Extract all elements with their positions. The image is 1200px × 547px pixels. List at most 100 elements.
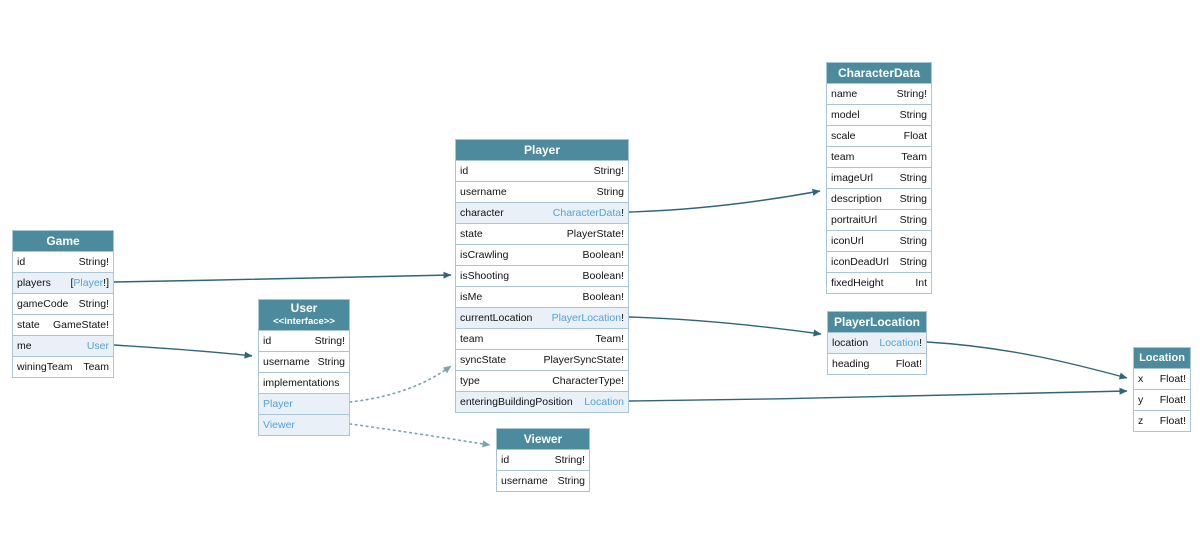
field-type: Boolean!: [583, 287, 624, 307]
type-reference-link[interactable]: CharacterData: [552, 207, 622, 219]
edge-game-me-to-user[interactable]: [113, 344, 253, 359]
field-name: id: [17, 256, 26, 268]
field-name: syncState: [460, 354, 507, 366]
field-row-currentlocation[interactable]: currentLocation PlayerLocation!: [456, 307, 628, 328]
field-type: String: [900, 252, 927, 272]
edge-user-implementation-player[interactable]: [349, 365, 452, 403]
type-reference-link[interactable]: Player: [73, 277, 104, 289]
edge-player-currentlocation-to-playerlocation[interactable]: [628, 316, 822, 337]
field-row-username[interactable]: username String: [259, 351, 349, 372]
implementation-link[interactable]: Viewer: [263, 419, 295, 431]
type-node-playerlocation-header[interactable]: PlayerLocation: [828, 312, 926, 332]
edge-player-enteringbuildingposition-to-location[interactable]: [628, 387, 1128, 402]
type-node-viewer-header[interactable]: Viewer: [497, 429, 589, 449]
field-row-implementations[interactable]: implementations: [259, 372, 349, 393]
field-type: PlayerLocation!: [552, 308, 624, 328]
field-row-iscrawling[interactable]: isCrawling Boolean!: [456, 244, 628, 265]
type-reference-link[interactable]: PlayerLocation: [551, 312, 622, 324]
field-type: String!: [897, 84, 927, 104]
field-type: String: [900, 105, 927, 125]
edge-game-players-to-player[interactable]: [113, 271, 452, 283]
field-name: currentLocation: [460, 312, 533, 324]
type-node-location-header[interactable]: Location: [1134, 348, 1190, 368]
implementation-link[interactable]: Player: [263, 398, 293, 410]
type-text: Boolean!: [582, 249, 624, 261]
type-text: String: [317, 356, 345, 368]
type-text: String!: [78, 256, 109, 268]
field-name: isCrawling: [460, 249, 509, 261]
edge-user-implementation-viewer[interactable]: [349, 423, 491, 448]
field-type: User: [87, 336, 109, 356]
type-reference-link[interactable]: Location: [584, 396, 624, 408]
type-text: Float!: [1159, 373, 1186, 385]
field-type: Float!: [1160, 411, 1186, 431]
field-row-gamecode[interactable]: gameCode String!: [13, 293, 113, 314]
field-name: winingTeam: [17, 361, 73, 373]
field-name: y: [1138, 394, 1144, 406]
field-type: CharacterData!: [553, 203, 624, 223]
type-reference-link[interactable]: Location: [879, 337, 920, 349]
edge-playerlocation-location-to-location[interactable]: [926, 341, 1128, 380]
field-type: String: [900, 168, 927, 188]
field-row-viewer[interactable]: Viewer: [259, 414, 349, 435]
edge-player-character-to-characterdata[interactable]: [628, 188, 821, 213]
type-node-player-header[interactable]: Player: [456, 140, 628, 160]
field-name: scale: [831, 130, 856, 142]
type-node-user-header[interactable]: User <<interface>>: [259, 300, 349, 330]
type-node-game-header[interactable]: Game: [13, 231, 113, 251]
type-reference-link[interactable]: User: [86, 340, 109, 352]
type-node-characterdata-header[interactable]: CharacterData: [827, 63, 931, 83]
type-text: String: [899, 172, 927, 184]
field-type: GameState!: [53, 315, 109, 335]
field-type: String!: [79, 294, 109, 314]
field-name: username: [263, 356, 310, 368]
type-text: [: [70, 277, 74, 289]
field-row-player[interactable]: Player: [259, 393, 349, 414]
field-name: isMe: [460, 291, 483, 303]
field-name: players: [17, 277, 51, 289]
field-type: PlayerState!: [567, 224, 624, 244]
field-type: String: [318, 352, 345, 372]
field-name: gameCode: [17, 298, 69, 310]
field-row-id[interactable]: id String!: [13, 251, 113, 272]
field-row-players[interactable]: players[Player!]: [13, 272, 113, 293]
field-row-isme[interactable]: isMe Boolean!: [456, 286, 628, 307]
